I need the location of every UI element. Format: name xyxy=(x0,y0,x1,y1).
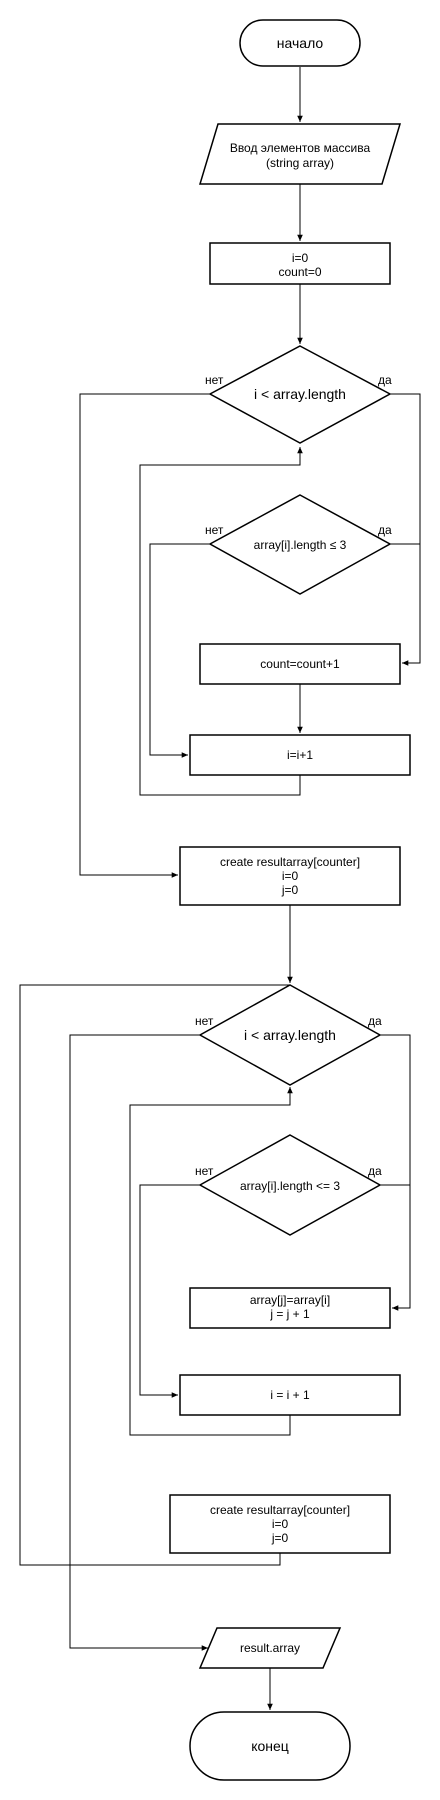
create2-line3: j=0 xyxy=(271,1531,289,1545)
create1-node: create resultarray[counter] i=0 j=0 xyxy=(179,846,401,906)
end-node: конец xyxy=(189,1711,351,1781)
cond2-no-label: нет xyxy=(205,523,224,537)
cond2-diamond xyxy=(208,494,392,595)
cond4-no-label: нет xyxy=(195,1164,214,1178)
start-terminator xyxy=(239,19,361,67)
create2-line1: create resultarray[counter] xyxy=(210,1503,350,1517)
edges xyxy=(19,67,421,1710)
cond2-node: array[i].length ≤ 3 нет да xyxy=(205,494,392,595)
output-label: result.array xyxy=(240,1641,300,1655)
cond2-label: array[i].length ≤ 3 xyxy=(254,538,347,552)
cond1-yes-label: да xyxy=(378,373,392,387)
cond3-no-label: нет xyxy=(195,1014,214,1028)
input-label-line2: (string array) xyxy=(266,156,334,170)
count-inc-label: count=count+1 xyxy=(260,657,340,671)
edge-cond3-no xyxy=(69,1034,208,1651)
output-parallelogram xyxy=(198,1627,342,1669)
cond1-diamond xyxy=(208,345,392,444)
edge-create2-back xyxy=(19,984,290,1566)
create1-line3: j=0 xyxy=(281,883,299,897)
create2-box xyxy=(169,1494,391,1554)
edge-cond1-yes xyxy=(390,393,421,666)
assign-box xyxy=(189,1287,391,1329)
count-inc-box xyxy=(199,643,401,685)
init1-line2: count=0 xyxy=(278,265,321,279)
edge-loop2-back xyxy=(129,1087,293,1436)
i-inc1-node: i=i+1 xyxy=(189,734,411,776)
cond3-node: i < array.length нет да xyxy=(195,984,382,1086)
input-node: Ввод элементов массива (string array) xyxy=(198,123,402,185)
count-inc-node: count=count+1 xyxy=(199,643,401,685)
end-terminator xyxy=(189,1711,351,1781)
cond1-no-label: нет xyxy=(205,373,224,387)
assign-line2: j = j + 1 xyxy=(269,1307,310,1321)
create1-line1: create resultarray[counter] xyxy=(220,855,360,869)
output-node: result.array xyxy=(198,1627,342,1669)
cond1-label: i < array.length xyxy=(254,386,346,402)
i-inc1-label: i=i+1 xyxy=(287,748,313,762)
start-node: начало xyxy=(239,19,361,67)
input-label-line1: Ввод элементов массива xyxy=(230,141,371,155)
edge-cond1-no xyxy=(79,393,210,878)
cond1-node: i < array.length нет да xyxy=(205,345,392,444)
create2-line2: i=0 xyxy=(272,1517,289,1531)
edge-cond3-yes xyxy=(380,1034,411,1311)
cond4-yes-label: да xyxy=(368,1164,382,1178)
i-inc1-box xyxy=(189,734,411,776)
edge-loop1-back xyxy=(139,447,303,796)
cond3-yes-label: да xyxy=(368,1014,382,1028)
edge-cond2-no xyxy=(149,543,210,758)
init1-node: i=0 count=0 xyxy=(209,242,391,285)
i-inc2-label: i = i + 1 xyxy=(270,1388,310,1402)
create1-line2: i=0 xyxy=(282,869,299,883)
assign-line1: array[j]=array[i] xyxy=(250,1293,330,1307)
cond3-diamond xyxy=(198,984,382,1086)
i-inc2-node: i = i + 1 xyxy=(179,1374,401,1416)
cond2-yes-label: да xyxy=(378,523,392,537)
cond4-label: array[i].length <= 3 xyxy=(240,1179,340,1193)
edge-cond4-no xyxy=(139,1184,200,1398)
cond3-label: i < array.length xyxy=(244,1027,336,1043)
create2-node: create resultarray[counter] i=0 j=0 xyxy=(169,1494,391,1554)
input-parallelogram xyxy=(198,123,402,185)
init1-box xyxy=(209,242,391,285)
end-label: конец xyxy=(251,1738,289,1754)
create1-box xyxy=(179,846,401,906)
assign-node: array[j]=array[i] j = j + 1 xyxy=(189,1287,391,1329)
cond4-diamond xyxy=(198,1134,382,1236)
start-label: начало xyxy=(277,35,324,51)
i-inc2-box xyxy=(179,1374,401,1416)
init1-line1: i=0 xyxy=(292,251,309,265)
cond4-node: array[i].length <= 3 нет да xyxy=(195,1134,382,1236)
